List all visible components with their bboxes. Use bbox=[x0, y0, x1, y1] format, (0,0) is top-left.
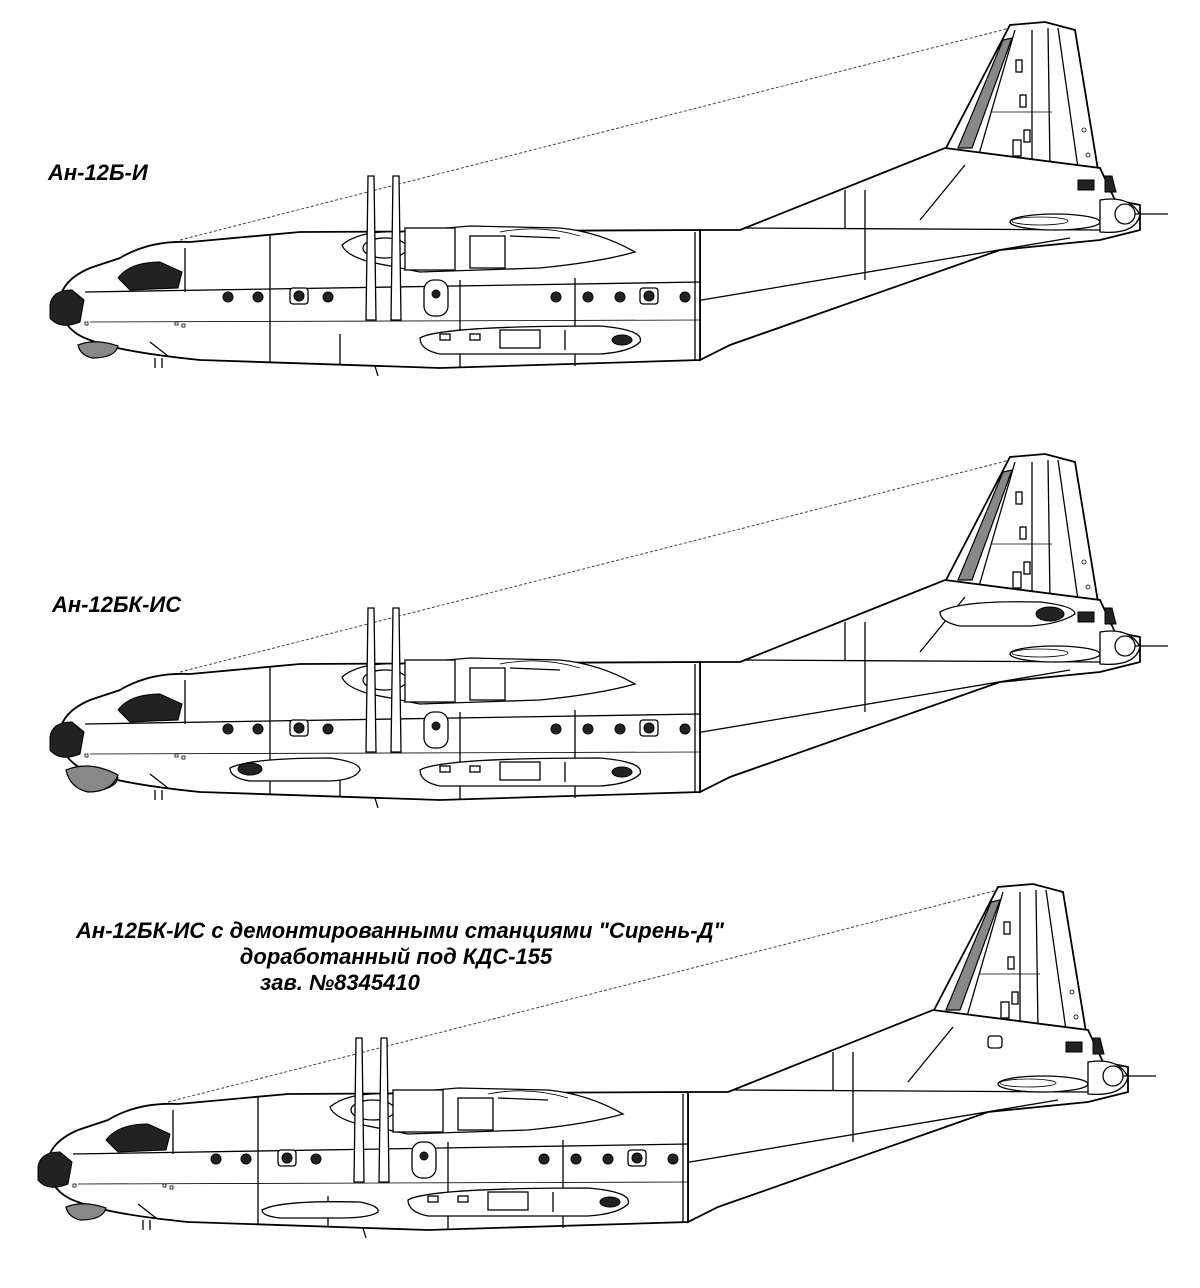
caption-view-3-line-1: Ан-12БК-ИС с демонтированными станциями … bbox=[76, 918, 724, 943]
aircraft-view-3 bbox=[37, 883, 1157, 1239]
belly-fairing bbox=[261, 1201, 379, 1219]
aircraft-view-2 bbox=[49, 453, 1169, 809]
caption-view-1: Ан-12Б-И bbox=[48, 160, 148, 185]
caption-view-3-line-3: зав. №8345410 bbox=[260, 970, 420, 995]
aircraft-view-1 bbox=[49, 21, 1169, 377]
caption-view-3: Ан-12БК-ИС с демонтированными станциями … bbox=[30, 918, 770, 996]
belly-pod-forward bbox=[229, 757, 361, 782]
caption-view-3-line-2: доработанный под КДС-155 bbox=[239, 944, 553, 969]
caption-view-2: Ан-12БК-ИС bbox=[52, 592, 182, 617]
